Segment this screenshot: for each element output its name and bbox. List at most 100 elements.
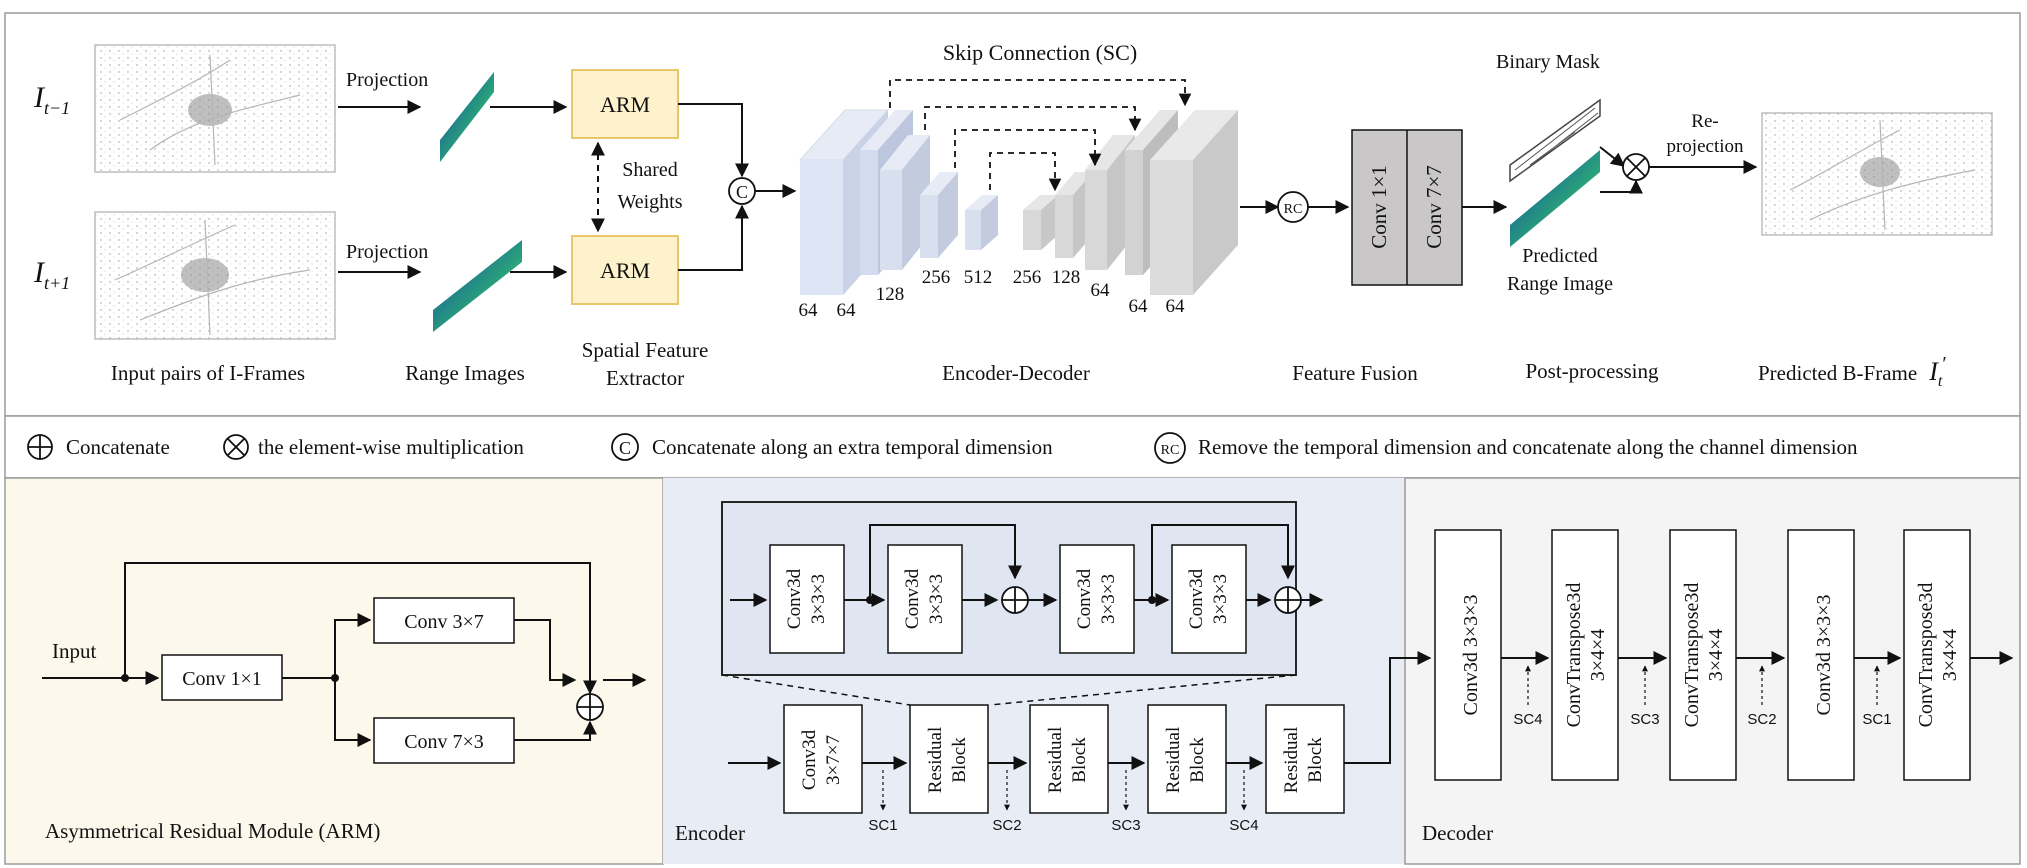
binary-mask-image xyxy=(1509,98,1601,183)
enc-stem-l1: Conv3d xyxy=(799,729,820,790)
point-cloud-center xyxy=(188,94,232,126)
arm-conv3x7-label: Conv 3×7 xyxy=(404,611,484,633)
arm-label-1: ARM xyxy=(600,92,650,117)
enc-rb4-l1: Residual xyxy=(1281,727,1302,794)
range-image-1 xyxy=(440,72,494,162)
arm-conv73-out xyxy=(514,720,597,741)
legend-rc-icon xyxy=(1154,432,1186,464)
enc-sc4-label: SC4 xyxy=(1229,817,1258,834)
point-cloud-rings xyxy=(114,219,311,336)
enc-rb2-l2: Block xyxy=(1069,737,1090,783)
enc-rb1-l1: Residual xyxy=(925,727,946,794)
dec-ch-1: 256 xyxy=(1013,267,1042,288)
point-cloud-rings xyxy=(119,54,301,166)
enc-residual-block-3 xyxy=(1147,704,1227,814)
enc-ch-3: 128 xyxy=(876,284,905,305)
range-image-2 xyxy=(433,240,522,332)
point-cloud-center xyxy=(1860,157,1900,187)
res-conv-2-l1: Conv3d xyxy=(902,568,923,629)
dec-sc1-label: SC1 xyxy=(1862,711,1891,728)
enc-rb2-l1: Residual xyxy=(1045,727,1066,794)
caption-input-pairs: Input pairs of I-Frames xyxy=(111,361,305,385)
dec-convtranspose-3 xyxy=(1903,529,1971,781)
dec-ch-3: 64 xyxy=(1091,280,1111,301)
res-sum-cross-1 xyxy=(1002,587,1028,613)
enc-sc1-label: SC1 xyxy=(868,817,897,834)
projection-label-1: Projection xyxy=(346,69,428,91)
projection-label-2: Projection xyxy=(346,241,428,263)
predicted-range-label-1: Predicted xyxy=(1522,245,1598,267)
skip-connection-4 xyxy=(989,152,1062,192)
shared-weights-label-1: Shared xyxy=(622,159,678,181)
dec-block-1-l1: Conv3d 3×3×3 xyxy=(1460,595,1482,716)
caption-post-processing: Post-processing xyxy=(1526,359,1659,383)
skip-connection-label: Skip Connection (SC) xyxy=(943,40,1137,65)
res-conv-3-l1: Conv3d xyxy=(1074,568,1095,629)
arm-sum-cross xyxy=(577,694,603,720)
enc-rb3-l2: Block xyxy=(1187,737,1208,783)
skip-connection-1 xyxy=(889,79,1192,108)
legend: Concatenate the element-wise multiplicat… xyxy=(27,432,1858,464)
dec-ch-4: 64 xyxy=(1129,296,1149,317)
legend-multiplication: the element-wise multiplication xyxy=(258,435,524,459)
legend-rc-symbol: RC xyxy=(1161,443,1180,458)
arm-skip-path xyxy=(124,562,597,695)
enc-residual-block-1 xyxy=(909,704,989,814)
mask-to-mult xyxy=(1599,146,1626,167)
res-skip-1 xyxy=(869,524,1022,600)
arm-conv37-out xyxy=(514,619,577,687)
temporal-concat-symbol: C xyxy=(736,182,748,202)
dec-block-2-l1: ConvTranspose3d xyxy=(1563,583,1585,728)
res-conv-4-l1: Conv3d xyxy=(1186,568,1207,629)
arm2-to-concat xyxy=(678,204,749,271)
enc-sc3-label: SC3 xyxy=(1111,817,1140,834)
legend-concatenate: Concatenate xyxy=(66,435,170,459)
enc-residual-block-2 xyxy=(1029,704,1109,814)
enc-ch-1: 64 xyxy=(799,300,819,321)
enc-stem-l2: 3×7×7 xyxy=(823,735,844,785)
caption-feature-fusion: Feature Fusion xyxy=(1292,361,1418,385)
reprojection-label-1: Re- xyxy=(1691,111,1718,132)
shared-weights-label-2: Weights xyxy=(617,191,682,213)
res-sum-cross-2 xyxy=(1275,587,1301,613)
arm-label-2: ARM xyxy=(600,258,650,283)
concat-plus-cross xyxy=(28,435,52,459)
res-conv-3 xyxy=(1059,544,1135,654)
dec-ch-2: 128 xyxy=(1052,267,1081,288)
res-conv-2 xyxy=(887,544,963,654)
arm-to-conv37 xyxy=(334,613,372,678)
dec-block-3-l1: ConvTranspose3d xyxy=(1681,583,1703,728)
enc-ch-5: 512 xyxy=(964,267,993,288)
point-cloud-rings xyxy=(1789,119,1976,231)
arm-input-label: Input xyxy=(52,639,96,663)
multiply-cross xyxy=(1626,157,1646,177)
res-conv-1-l1: Conv3d xyxy=(784,568,805,629)
dec-convtranspose-2 xyxy=(1669,529,1737,781)
dec-block-5-l1: ConvTranspose3d xyxy=(1915,583,1937,728)
enc-rb4-l2: Block xyxy=(1305,737,1326,783)
zoom-line-right xyxy=(989,674,1297,706)
legend-multiply-cross xyxy=(226,437,246,457)
frame-next-label: It+1 xyxy=(33,256,70,293)
dec-ch-5: 64 xyxy=(1166,296,1186,317)
binary-mask-lines xyxy=(1514,107,1599,175)
fusion-conv2: Conv 7×7 xyxy=(1422,165,1446,249)
binary-mask-label: Binary Mask xyxy=(1496,51,1600,73)
dec-conv3d-1 xyxy=(1434,529,1502,781)
arm-box-2 xyxy=(571,235,679,305)
predicted-range-image xyxy=(1510,150,1600,247)
res-conv-3-l2: 3×3×3 xyxy=(1098,574,1119,624)
caption-encoder-decoder: Encoder-Decoder xyxy=(942,361,1090,385)
res-conv-4-l2: 3×3×3 xyxy=(1210,574,1231,624)
res-conv-2-l2: 3×3×3 xyxy=(926,574,947,624)
enc-stem-conv xyxy=(783,704,863,814)
rc-symbol: RC xyxy=(1284,202,1303,217)
enc-rb1-l2: Block xyxy=(949,737,970,783)
encoder-decoder-blocks xyxy=(798,109,1238,295)
top-panel xyxy=(4,12,2021,417)
arm-conv7x3 xyxy=(373,717,515,764)
skip-connection-2 xyxy=(924,106,1142,132)
predicted-range-label-2: Range Image xyxy=(1507,273,1613,295)
dec-sc4-label: SC4 xyxy=(1513,711,1542,728)
caption-range-images: Range Images xyxy=(405,361,525,385)
